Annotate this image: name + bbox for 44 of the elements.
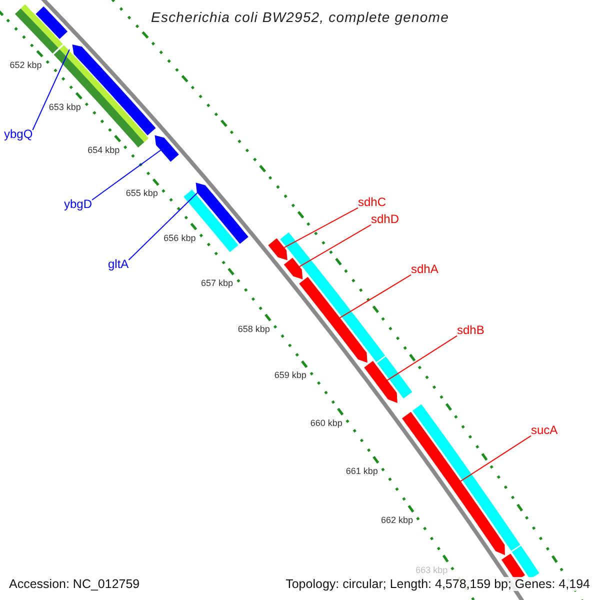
pointed-gene-block	[196, 182, 248, 244]
position-label: 660 kbp	[310, 417, 342, 428]
gene-label: gltA	[108, 258, 129, 272]
position-label: 662 kbp	[380, 514, 413, 525]
gene-label: sucA	[531, 424, 558, 438]
position-label: 656 kbp	[164, 232, 196, 243]
gene-block	[36, 6, 68, 39]
leader-line	[386, 335, 458, 381]
gene-label: ybgQ	[4, 128, 33, 142]
gene-label: sdhC	[358, 196, 386, 210]
gene-block	[412, 404, 520, 551]
position-label: 661 kbp	[346, 466, 378, 476]
leader-line	[299, 224, 372, 268]
leader-line	[460, 435, 532, 482]
footer-text: Topology: circular; Length: 4,578,159 bp; Genes: 4,194	[286, 577, 590, 592]
pointed-gene-block	[154, 135, 179, 162]
gene-label: sdhB	[457, 324, 484, 338]
position-label: 663 kbp	[416, 564, 448, 575]
pointed-gene-block	[364, 360, 398, 403]
leader-line	[128, 192, 198, 260]
gene-block	[512, 546, 540, 580]
pointed-gene-block	[268, 238, 288, 260]
gene-label: sdhA	[411, 263, 438, 277]
position-label: 658 kbp	[238, 323, 270, 334]
footer-text: Accession: NC_012759	[9, 577, 140, 592]
gene-block	[14, 4, 63, 54]
gene-label: sdhD	[371, 213, 400, 227]
gene-block	[280, 232, 386, 362]
pointed-gene-block	[284, 258, 303, 280]
position-label: 654 kbp	[88, 144, 120, 155]
gene-block	[377, 356, 412, 398]
map-title: Escherichia coli BW2952, complete genome	[151, 9, 449, 26]
position-label: 655 kbp	[126, 188, 158, 198]
gene-label: ybgD	[64, 198, 92, 212]
gene-block	[184, 190, 238, 252]
position-label: 652 kbp	[10, 60, 42, 70]
leader-line	[284, 207, 358, 248]
leader-line	[92, 150, 162, 200]
leader-line	[339, 274, 412, 318]
position-label: 657 kbp	[201, 277, 234, 288]
position-label: 653 kbp	[48, 102, 81, 112]
position-label: 659 kbp	[274, 370, 306, 380]
pointed-gene-block	[299, 276, 368, 363]
leader-line	[32, 49, 70, 130]
